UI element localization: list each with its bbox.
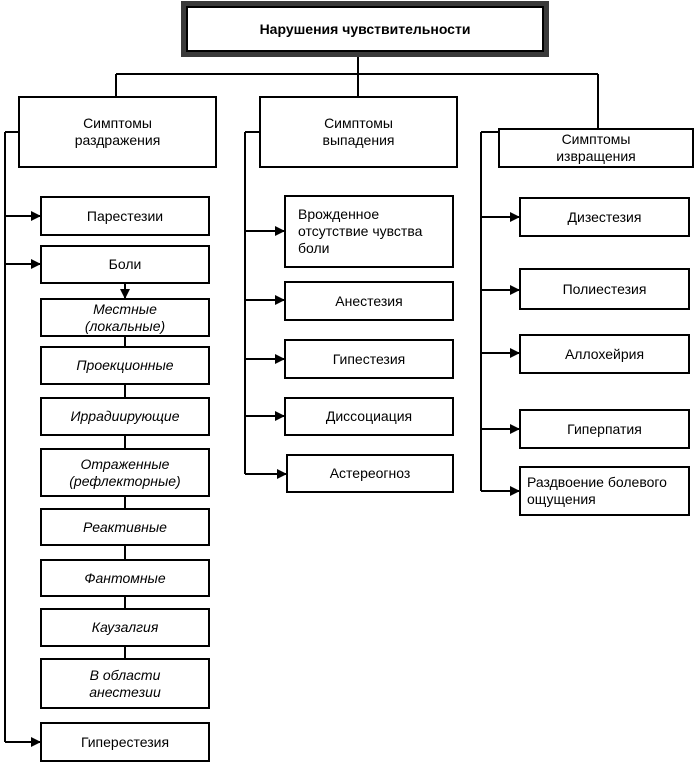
pain-label: Боли bbox=[108, 256, 142, 272]
perversion-item-box: Полиестезия bbox=[519, 268, 690, 310]
loss-item-box: Врожденное отсутствие чувства боли bbox=[284, 195, 454, 268]
category-loss-label: Симптомы выпадения bbox=[322, 115, 395, 148]
pain-type-label: Проекционные bbox=[76, 357, 174, 373]
pain-type-box: Реактивные bbox=[40, 508, 210, 546]
paresthesia-box: Парестезии bbox=[40, 196, 210, 236]
loss-item-label: Анестезия bbox=[335, 292, 403, 309]
perversion-item-label: Гиперпатия bbox=[567, 420, 642, 437]
perversion-item-label: Раздвоение болевого ощущения bbox=[527, 474, 667, 507]
perversion-item-box: Раздвоение болевого ощущения bbox=[519, 466, 690, 516]
category-perversion: Симптомы извращения bbox=[498, 128, 694, 168]
hyperesthesia-label: Гиперестезия bbox=[80, 733, 170, 750]
pain-type-label: Иррадиирующие bbox=[70, 408, 180, 424]
pain-type-label: Отраженные (рефлекторные) bbox=[69, 455, 181, 489]
loss-item-label: Астереогноз bbox=[329, 465, 411, 481]
pain-box: Боли bbox=[40, 245, 210, 284]
loss-item-label: Гипестезия bbox=[332, 350, 406, 367]
loss-item-label: Диссоциация bbox=[325, 408, 413, 424]
perversion-item-box: Аллохейрия bbox=[519, 334, 690, 374]
loss-item-box: Гипестезия bbox=[284, 339, 454, 379]
loss-item-label: Врожденное отсутствие чувства боли bbox=[298, 206, 423, 256]
perversion-item-box: Гиперпатия bbox=[519, 409, 690, 449]
perversion-item-label: Аллохейрия bbox=[564, 345, 645, 362]
pain-type-label: Местные (локальные) bbox=[84, 300, 166, 334]
page-title: Нарушения чувствительности bbox=[186, 6, 544, 52]
category-loss: Симптомы выпадения bbox=[259, 96, 458, 168]
pain-type-label: Каузалгия bbox=[91, 619, 159, 635]
loss-item-box: Анестезия bbox=[284, 281, 454, 321]
pain-type-label: В области анестезии bbox=[89, 666, 161, 700]
pain-type-box: Фантомные bbox=[40, 559, 210, 597]
pain-type-label: Реактивные bbox=[83, 518, 167, 535]
pain-type-box: Проекционные bbox=[40, 346, 210, 385]
pain-type-box: Каузалгия bbox=[40, 608, 210, 647]
pain-type-label: Фантомные bbox=[84, 569, 166, 586]
loss-item-box: Астереогноз bbox=[286, 454, 454, 493]
pain-type-box: В области анестезии bbox=[40, 658, 210, 709]
category-perversion-label: Симптомы извращения bbox=[556, 131, 636, 164]
perversion-item-label: Полиестезия bbox=[562, 280, 647, 297]
pain-type-box: Отраженные (рефлекторные) bbox=[40, 448, 210, 497]
category-irritation-label: Симптомы раздражения bbox=[74, 115, 161, 148]
hyperesthesia-box: Гиперестезия bbox=[40, 722, 210, 762]
perversion-item-label: Дизестезия bbox=[567, 208, 642, 225]
category-irritation: Симптомы раздражения bbox=[18, 96, 217, 168]
title-box: Нарушения чувствительности bbox=[181, 1, 549, 57]
pain-type-box: Иррадиирующие bbox=[40, 397, 210, 436]
pain-type-box: Местные (локальные) bbox=[40, 298, 210, 337]
paresthesia-label: Парестезии bbox=[86, 207, 164, 224]
perversion-item-box: Дизестезия bbox=[519, 197, 690, 237]
loss-item-box: Диссоциация bbox=[284, 397, 454, 436]
